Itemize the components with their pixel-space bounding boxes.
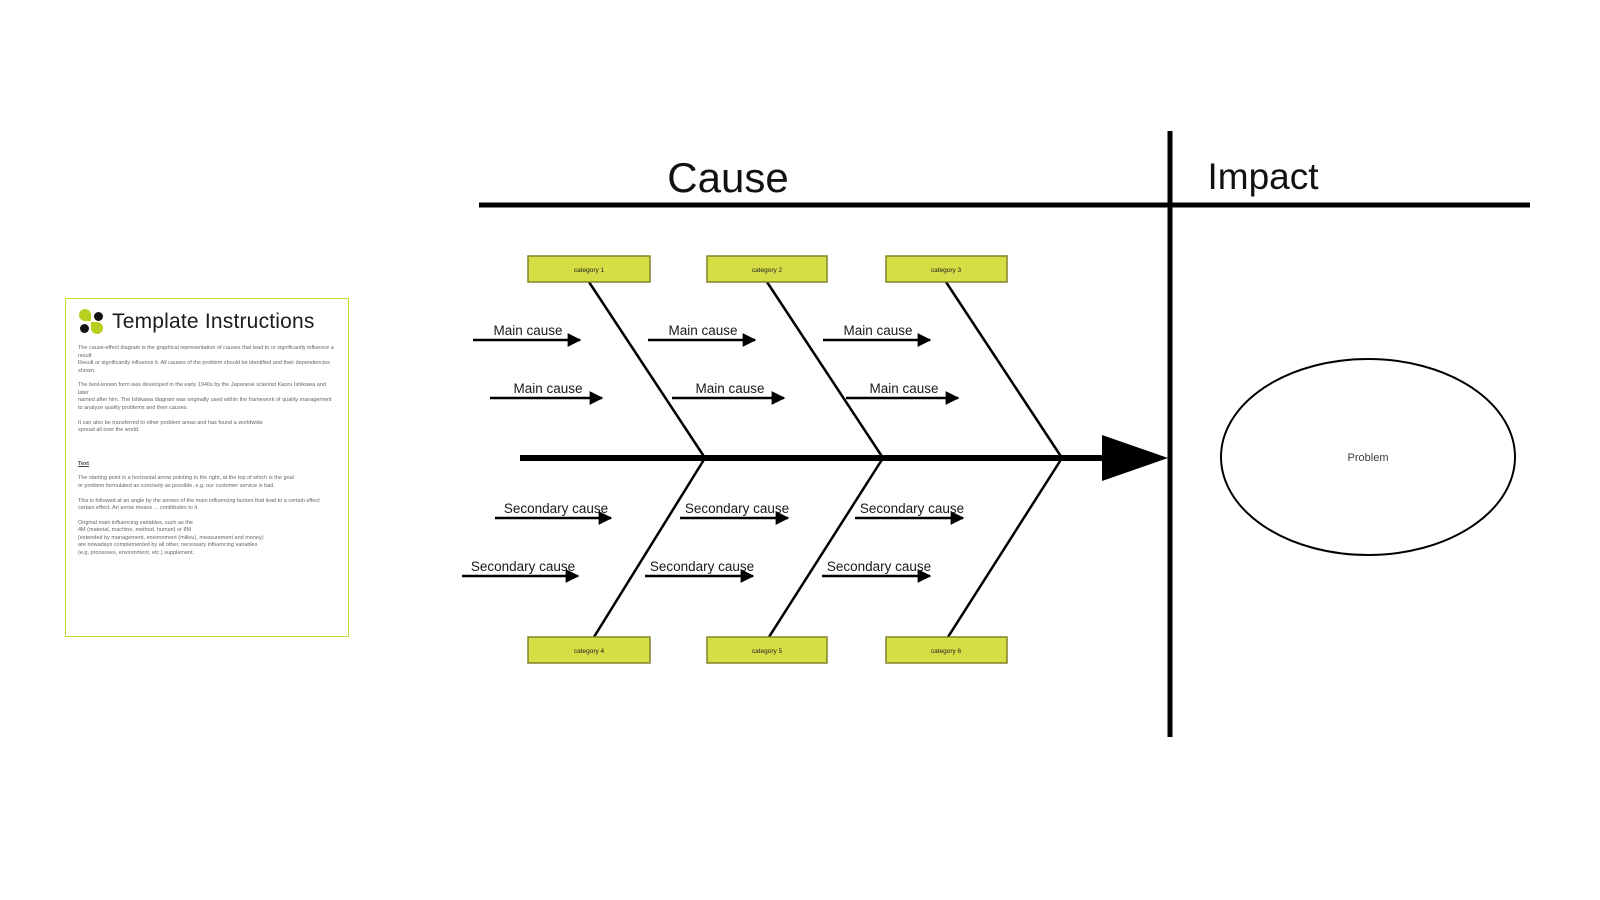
main-cause-label-4[interactable]: Main cause <box>513 381 582 396</box>
logo-dot-bottom-left <box>80 324 89 333</box>
logo-dot-top-right <box>94 312 103 321</box>
logo-leaf-bottom-right <box>91 322 103 334</box>
card-header: Template Instructions <box>78 309 336 335</box>
main-cause-labels: Main cause Main cause Main cause Main ca… <box>493 323 938 396</box>
main-cause-label-2[interactable]: Main cause <box>668 323 737 338</box>
logo-leaf-top-left <box>79 309 91 321</box>
secondary-cause-label-6[interactable]: Secondary cause <box>827 559 931 574</box>
problem-shape[interactable]: Problem <box>1220 358 1516 556</box>
category-box-5-label: category 5 <box>752 648 783 655</box>
edraw-logo-icon <box>78 309 104 335</box>
bone-bottom-1[interactable] <box>592 457 707 638</box>
bone-bottom-2[interactable] <box>767 457 885 638</box>
category-box-6-label: category 6 <box>931 648 962 655</box>
bone-top-2[interactable] <box>765 281 885 459</box>
category-box-4[interactable] <box>527 636 651 664</box>
main-cause-label-3[interactable]: Main cause <box>843 323 912 338</box>
category-box-6[interactable] <box>885 636 1008 664</box>
instructions-subheading: Text <box>78 460 89 467</box>
secondary-cause-arrows <box>462 511 965 583</box>
problem-ellipse[interactable] <box>1220 358 1516 556</box>
card-title: Template Instructions <box>112 310 315 333</box>
card-body: The cause-effect diagram is the graphica… <box>78 345 336 558</box>
category-box-1[interactable] <box>527 255 651 283</box>
instructions-paragraph-6: Original main influencing variables, suc… <box>78 519 264 556</box>
instructions-paragraph-3: It can also be transferred to other prob… <box>78 419 263 434</box>
template-instructions-card[interactable]: Template Instructions The cause-effect d… <box>65 298 349 637</box>
secondary-cause-label-5[interactable]: Secondary cause <box>650 559 754 574</box>
main-cause-label-5[interactable]: Main cause <box>695 381 764 396</box>
main-cause-label-1[interactable]: Main cause <box>493 323 562 338</box>
spine-arrowhead <box>1102 435 1168 481</box>
category-box-2-label: category 2 <box>752 267 783 274</box>
category-box-1-label: category 1 <box>574 267 605 274</box>
category-box-3[interactable] <box>885 255 1008 283</box>
category-boxes-bottom: category 4 category 5 category 6 <box>527 636 1008 664</box>
impact-section-title[interactable]: Impact <box>1207 156 1319 197</box>
secondary-cause-label-2[interactable]: Secondary cause <box>685 501 789 516</box>
instructions-paragraph-5: This is followed at an angle by the arro… <box>78 497 320 512</box>
category-box-2[interactable] <box>706 255 828 283</box>
category-box-5[interactable] <box>706 636 828 664</box>
main-cause-arrows <box>473 333 960 405</box>
cause-section-title[interactable]: Cause <box>667 154 788 201</box>
bones <box>587 281 1064 638</box>
category-box-3-label: category 3 <box>931 267 962 274</box>
secondary-cause-label-3[interactable]: Secondary cause <box>860 501 964 516</box>
category-box-4-label: category 4 <box>574 648 605 655</box>
instructions-paragraph-4: The starting point is a horizontal arrow… <box>78 475 294 489</box>
secondary-cause-labels: Secondary cause Secondary cause Secondar… <box>471 501 964 574</box>
instructions-paragraph-2: The best-known form was developed in the… <box>78 382 332 412</box>
problem-label: Problem <box>1348 452 1389 464</box>
category-boxes-top: category 1 category 2 category 3 <box>527 255 1008 283</box>
bone-top-1[interactable] <box>587 281 707 459</box>
secondary-cause-label-4[interactable]: Secondary cause <box>471 559 575 574</box>
instructions-paragraph-1: The cause-effect diagram is the graphica… <box>78 345 334 374</box>
main-cause-label-6[interactable]: Main cause <box>869 381 938 396</box>
bone-top-3[interactable] <box>944 281 1064 459</box>
bone-bottom-3[interactable] <box>946 457 1064 638</box>
spine-arrow[interactable] <box>520 435 1168 481</box>
secondary-cause-label-1[interactable]: Secondary cause <box>504 501 608 516</box>
